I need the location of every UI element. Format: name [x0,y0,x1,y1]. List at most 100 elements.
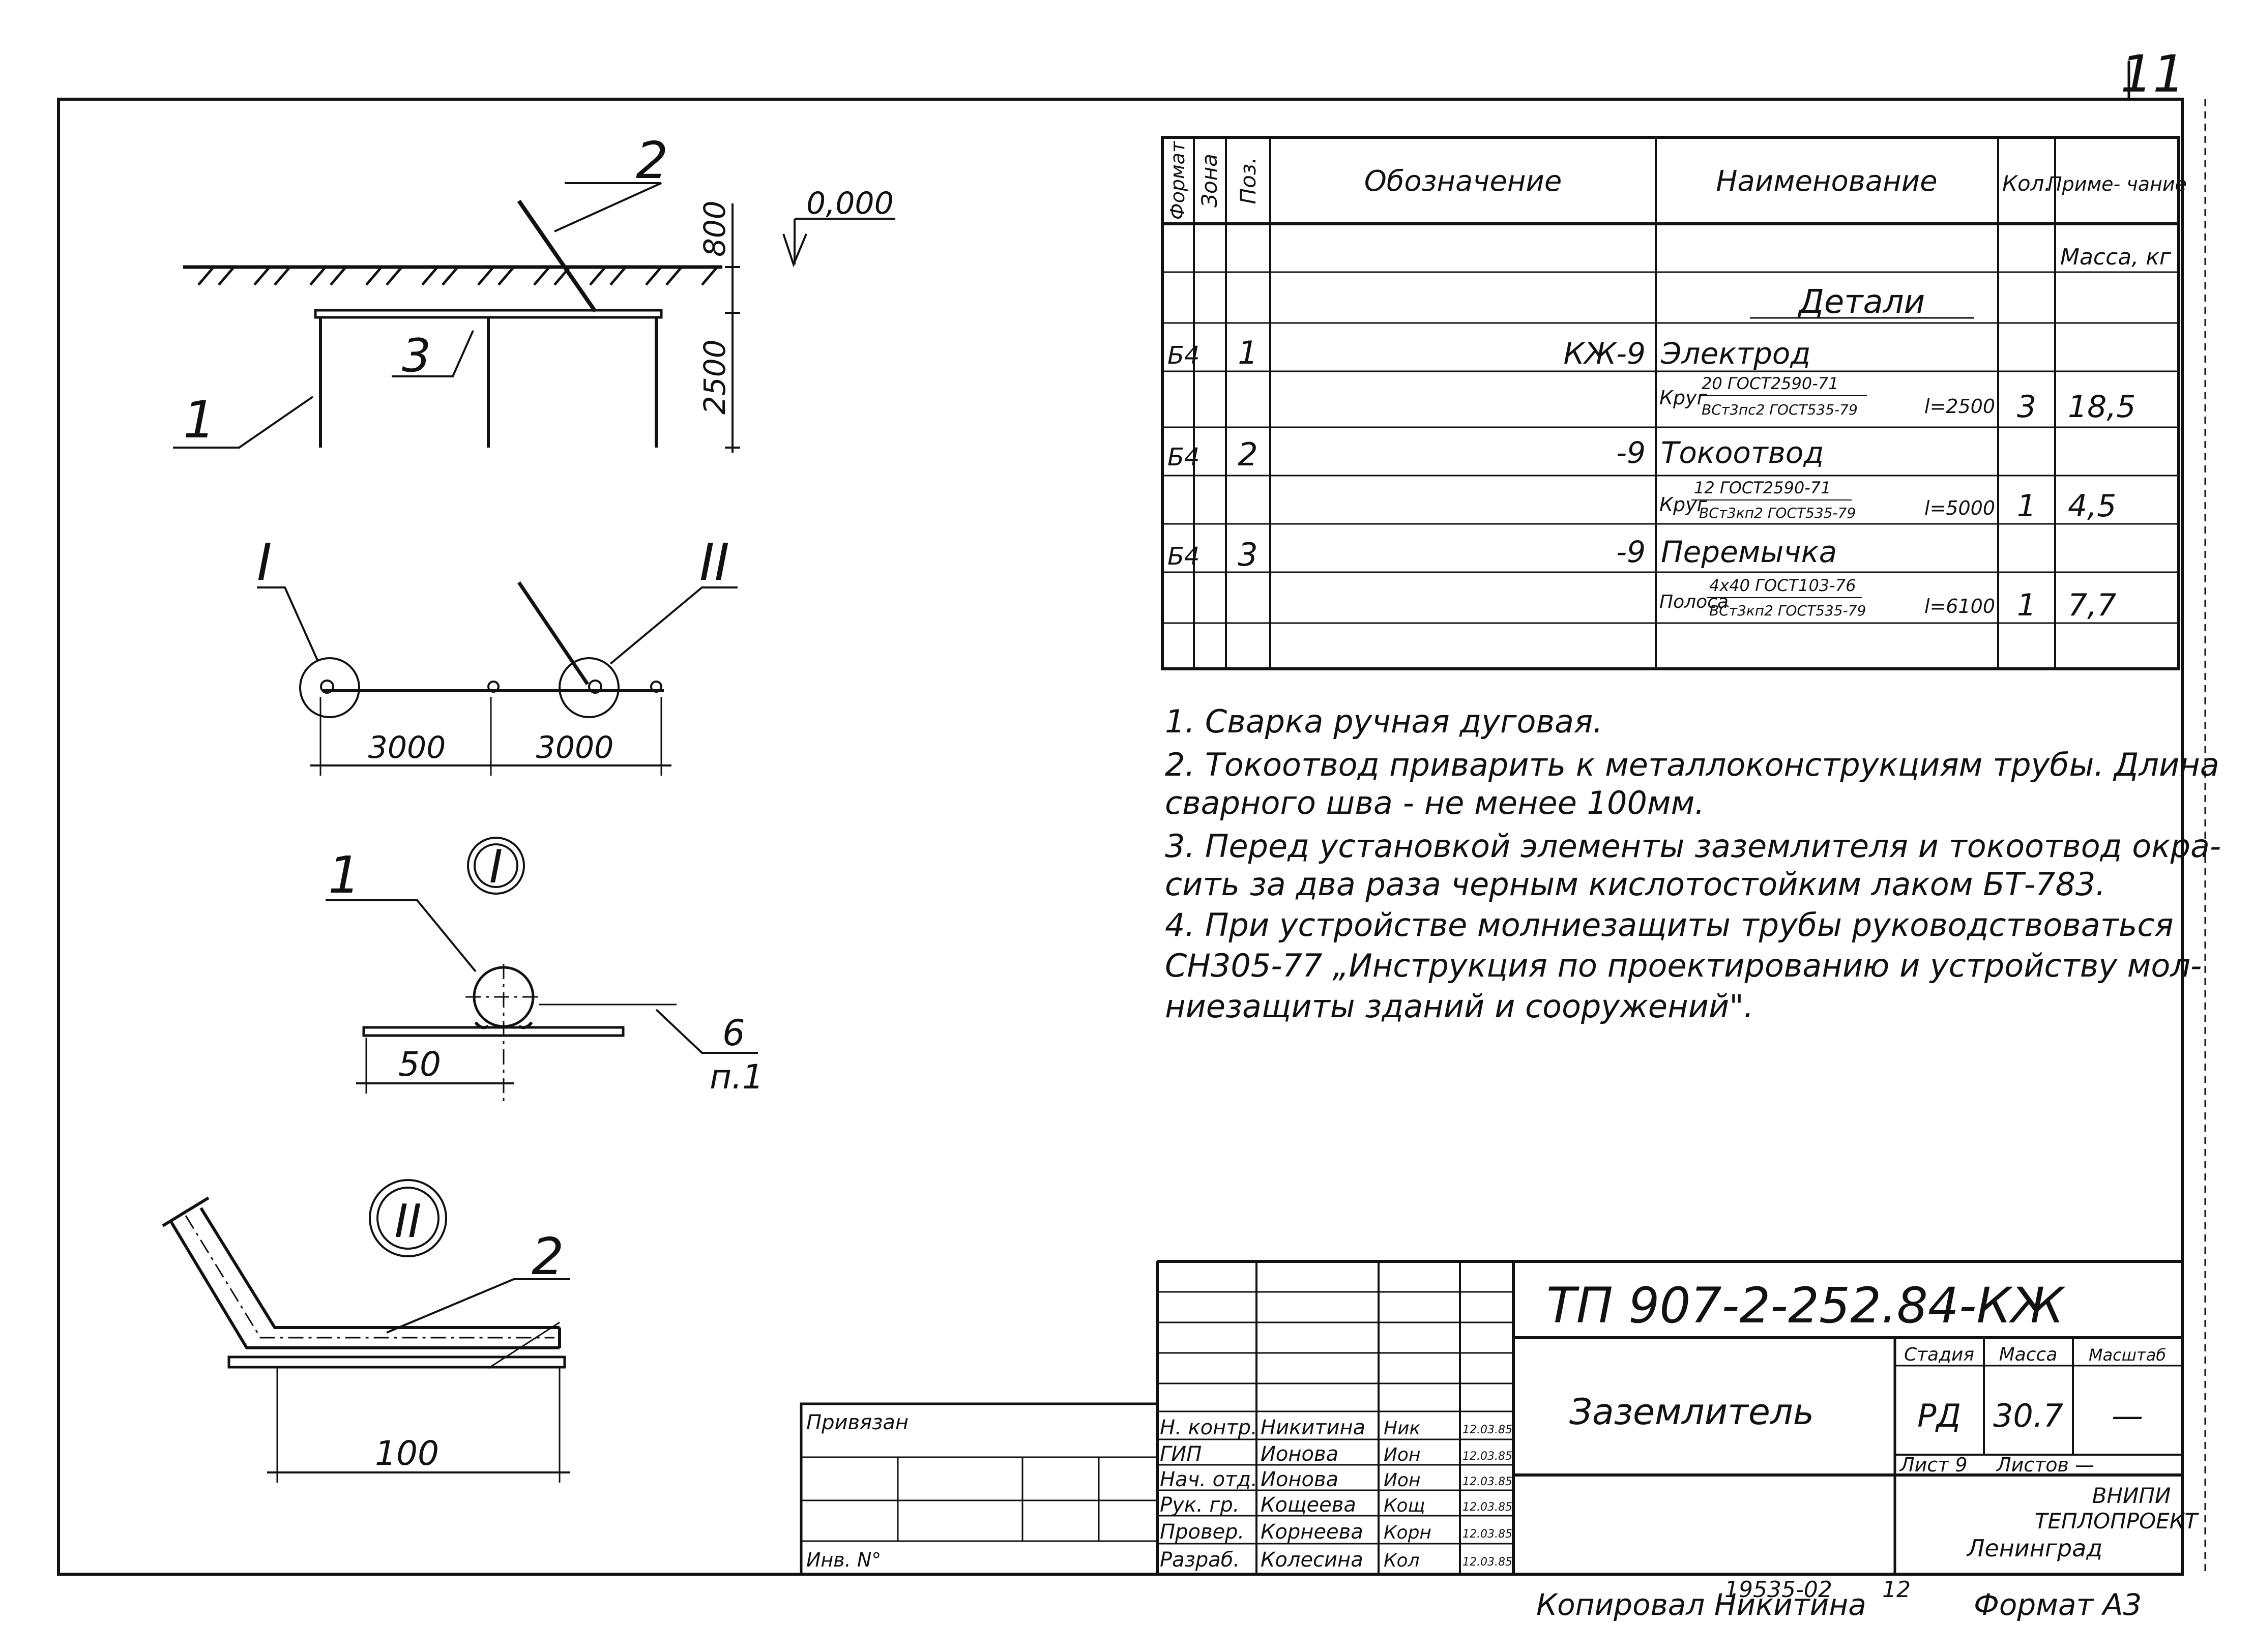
signature-date: 12.03.85 [1462,1424,1512,1436]
spec-row-mass: 4,5 [2068,488,2116,524]
spec-row-qty: 1 [2017,488,2036,524]
spec-row-material-bottom: ВСт3кп2 ГОСТ535-79 [1709,602,1866,619]
footer-number: 19535-02 [1724,1577,1832,1603]
spec-header-zone: Зона [1197,154,1222,208]
doc-code: ТП 907-2-252.84-КЖ [1546,1277,2066,1334]
node-label-2: II [699,533,729,592]
spec-header-qty: Кол. [2002,171,2051,196]
stage-value: РД [1917,1397,1961,1434]
org-line-1: ВНИПИ [2092,1483,2171,1508]
scale-value: — [2112,1397,2143,1434]
spec-row-name: Перемычка [1661,535,1837,569]
page-number: 11 [2120,44,2185,104]
signature-date: 12.03.85 [1462,1556,1512,1569]
signature-name: Кощеева [1261,1493,1356,1517]
signature-role: Провер. [1160,1520,1244,1544]
spec-row-material-top: 20 ГОСТ2590-71 [1702,374,1839,393]
signature-mark: Ник [1384,1418,1420,1439]
spec-row-material-prefix: Круг [1659,387,1708,409]
spec-row-qty: 1 [2017,587,2036,623]
spec-row-qty: 3 [2017,389,2036,425]
dim-length-2500: 2500 [697,339,732,415]
stage-label: Стадия [1904,1344,1974,1365]
title-block [800,1260,2182,1576]
signature-date: 12.03.85 [1462,1501,1512,1514]
spec-row-material-bottom: ВСт3кп2 ГОСТ535-79 [1699,505,1856,521]
signature-mark: Ион [1384,1470,1421,1491]
signature-name: Ионова [1261,1442,1338,1466]
detail-2-title: II [394,1195,421,1248]
note-line: 3. Перед установкой элементы заземлителя… [1165,828,2221,865]
main-callout-2: 2 [636,131,668,190]
inventory-number-label: Инв. N° [806,1549,881,1571]
spec-table [1161,136,2180,670]
main-callout-1: 1 [183,390,216,450]
spec-row-designation: КЖ-9 [1564,336,1646,371]
note-line: СН305-77 „Инструкция по проектированию и… [1165,947,2202,984]
spec-row-length: l=6100 [1924,595,1995,617]
spec-header-pos: Поз. [1236,157,1261,204]
footer-copied-by: Копировал Никитина [1536,1587,1866,1622]
detail-1 [326,837,758,1104]
detail-1-callout: 1 [328,845,361,905]
signature-name: Корнеева [1261,1520,1363,1544]
spec-row-material-top: 4х40 ГОСТ103-76 [1709,576,1856,595]
spec-row-mass: 7,7 [2068,587,2116,623]
spec-section-title: Детали [1797,283,1925,321]
signature-mark: Корн [1384,1522,1431,1543]
org-line-2: ТЕПЛОПРОЕКТ [2035,1509,2200,1533]
node-circle-2 [559,657,620,718]
signature-date: 12.03.85 [1462,1450,1512,1463]
dim-depth-800: 800 [697,200,732,257]
note-line: 4. При устройстве молниезащиты трубы рук… [1165,906,2174,943]
detail-2-dim-100: 100 [375,1434,439,1473]
spec-header-name: Наименование [1716,165,1937,198]
spec-mass-unit: Масса, кг [2060,244,2172,270]
notes: 1. Сварка ручная дуговая. 2. Токоотвод п… [1165,703,2221,1025]
signature-role: Нач. отд. [1160,1468,1257,1491]
spec-row-pos: 1 [1238,334,1257,371]
spec-row-length: l=5000 [1924,497,1995,519]
main-callout-3: 3 [402,329,431,382]
detail-1-weld-ref: п.1 [710,1057,764,1097]
sheet-label: Лист 9 [1899,1454,1968,1476]
spec-row-name: Электрод [1660,336,1810,371]
detail-2 [162,1179,570,1483]
dim-right-3000: 3000 [536,730,614,765]
spec-row-material-prefix: Круг [1659,493,1708,516]
spec-row-designation: -9 [1616,535,1646,569]
note-line: ниезащиты зданий и сооружений". [1165,988,1753,1025]
sheets-label: Листов — [1996,1454,2094,1476]
spec-row-format: Б4 [1167,542,1199,571]
spec-row-material-bottom: ВСт3пс2 ГОСТ535-79 [1702,401,1858,418]
object-name: Заземлитель [1569,1391,1814,1433]
spec-row-length: l=2500 [1924,395,1995,418]
signature-role: Н. контр. [1160,1416,1257,1439]
spec-row-name: Токоотвод [1661,435,1824,470]
level-mark: 0,000 [806,186,894,221]
spec-header-format: Формат [1166,140,1189,220]
detail-1-weld-size: 6 [722,1012,745,1054]
detail-1-title: I [489,840,503,894]
signature-name: Никитина [1261,1416,1365,1439]
spec-header-note: Приме- чание [2047,173,2187,195]
spec-row-material-top: 12 ГОСТ2590-71 [1694,478,1831,497]
signature-role: Разраб. [1160,1548,1240,1572]
signature-mark: Кол [1384,1550,1420,1571]
signature-mark: Ион [1384,1444,1421,1465]
detail-2-callout: 2 [532,1227,564,1286]
signature-role: ГИП [1160,1442,1202,1466]
signature-role: Рук. гр. [1160,1493,1240,1517]
spec-row-mass: 18,5 [2068,389,2136,425]
spec-row-pos: 3 [1238,536,1257,573]
note-line: 1. Сварка ручная дуговая. [1165,703,1603,740]
spec-row-designation: -9 [1616,435,1646,470]
dim-left-3000: 3000 [368,730,446,765]
main-view [173,182,895,453]
signature-name: Колесина [1261,1548,1363,1572]
node-circle-1 [299,657,360,718]
plan-view [257,581,738,776]
spec-row-pos: 2 [1238,436,1257,473]
org-line-3: Ленинград [1966,1535,2102,1562]
